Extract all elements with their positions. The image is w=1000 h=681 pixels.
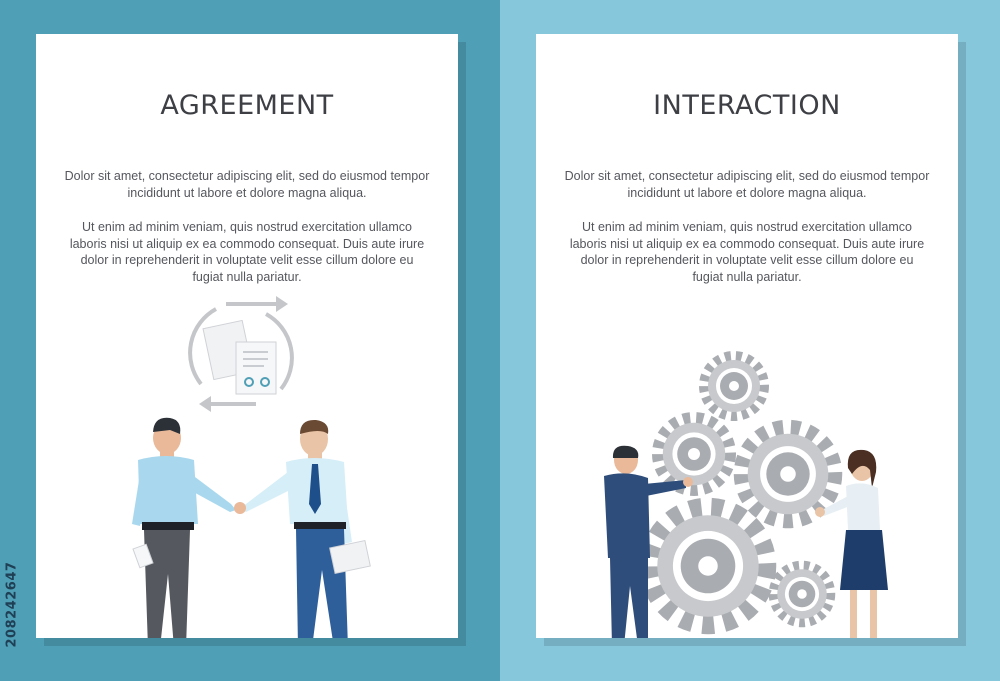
interaction-card: INTERACTION Dolor sit amet, consectetur … (536, 34, 958, 638)
document-exchange-icon (188, 296, 294, 412)
businesswoman (815, 449, 888, 638)
gear-icon (704, 356, 764, 416)
agreement-card: AGREEMENT Dolor sit amet, consectetur ad… (36, 34, 458, 638)
agreement-paragraph-1: Dolor sit amet, consectetur adipiscing e… (64, 169, 430, 200)
stock-id: 208242647 (4, 561, 20, 648)
businessman-right (234, 419, 371, 638)
gear-icon (650, 508, 767, 625)
interaction-paragraph-2: Ut enim ad minim veniam, quis nostrud ex… (569, 220, 925, 284)
gear-icon (774, 566, 831, 623)
businessman-left (132, 417, 236, 638)
agreement-title: AGREEMENT (160, 90, 334, 121)
gears-illustration (604, 34, 888, 638)
interaction-paragraph-1: Dolor sit amet, consectetur adipiscing e… (564, 169, 930, 200)
agreement-paragraph-2: Ut enim ad minim veniam, quis nostrud ex… (69, 220, 425, 284)
interaction-title: INTERACTION (653, 90, 841, 121)
businessman (604, 445, 693, 638)
gear-icon (742, 428, 835, 521)
handshake-illustration (132, 296, 371, 638)
gear-icon (658, 418, 730, 490)
